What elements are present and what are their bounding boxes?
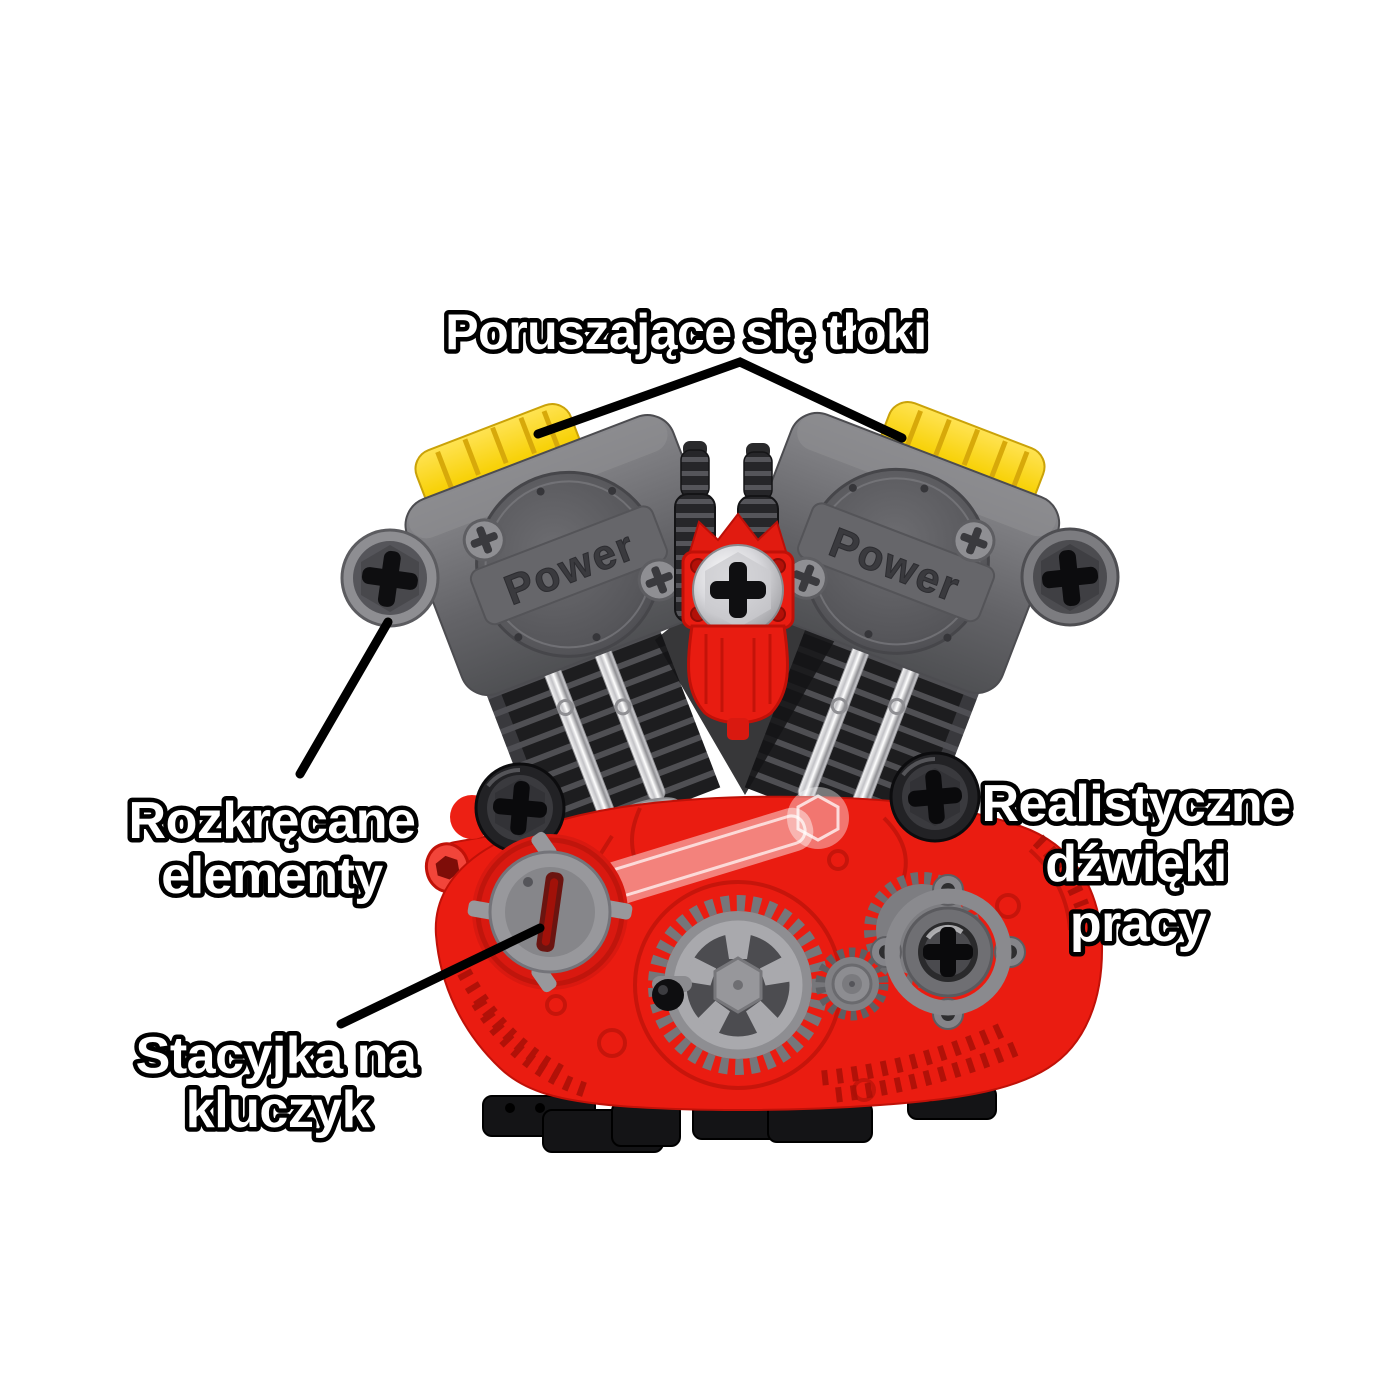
cover-screw-icon <box>952 519 996 563</box>
label-sounds-line1: Realistyczne <box>981 775 1290 833</box>
label-sounds-line2: dźwięki <box>1045 835 1226 893</box>
main-gear <box>648 895 828 1075</box>
ignition-switch <box>467 831 633 993</box>
inspection-window <box>588 787 849 908</box>
power-cover-right: Power <box>797 467 996 655</box>
labels: Poruszające się tłoki Rozkręcane element… <box>124 300 1295 1144</box>
phillips-screw-icon <box>889 751 981 843</box>
right-cylinder-head: Power <box>733 411 1061 694</box>
phillips-cross-icon <box>710 562 766 618</box>
phillips-screw-icon <box>474 762 566 854</box>
phillips-screw-icon <box>340 528 440 628</box>
callout-line-unscrew <box>295 617 393 779</box>
distributor-bowl <box>687 624 789 725</box>
distributor <box>681 512 795 740</box>
engine-illustration: Power <box>340 401 1120 1153</box>
label-unscrewable-line1: Rozkręcane <box>129 792 416 850</box>
label-moving-pistons: Poruszające się tłoki <box>445 304 926 360</box>
phillips-screw-icon <box>1020 527 1120 627</box>
left-cylinder-head: Power <box>404 414 731 697</box>
callout-lines <box>295 357 907 1029</box>
key-slot-icon <box>536 872 564 952</box>
label-unscrewable-line2: elementy <box>161 847 383 905</box>
phillips-cross-icon <box>923 927 973 977</box>
crank-knob <box>652 976 692 1011</box>
label-ignition-line2: kluczyk <box>186 1081 371 1139</box>
idler-gear <box>815 947 889 1021</box>
cover-screw-icon <box>462 518 506 562</box>
callout-line-ignition <box>336 923 545 1029</box>
label-ignition-line1: Stacyjka na <box>136 1027 418 1085</box>
power-cover-left: Power <box>469 470 668 658</box>
gear-mount <box>870 874 1026 1030</box>
cover-screw-icon <box>637 558 681 602</box>
callout-line-pistons <box>533 357 907 443</box>
label-sounds-line3: pracy <box>1070 895 1207 953</box>
